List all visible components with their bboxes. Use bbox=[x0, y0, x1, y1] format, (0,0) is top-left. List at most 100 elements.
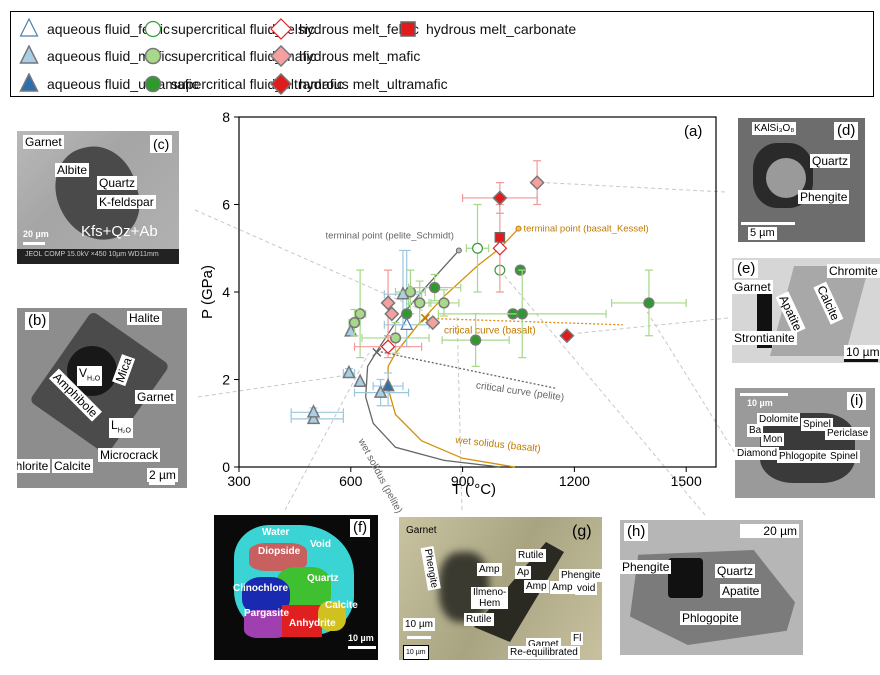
legend-item: supercritical fluid_ultramafic bbox=[141, 73, 344, 95]
panel-g-label-amp-3: Amp bbox=[550, 581, 575, 594]
terminal-point-marker bbox=[455, 247, 462, 254]
data-point-supercritical-fluid-mafic bbox=[389, 332, 402, 344]
panel-g-label-amp-2: Amp bbox=[524, 580, 549, 593]
legend-item: aqueous fluid_ultramafic bbox=[17, 73, 199, 95]
panel-b-label-liquid: LH₂O bbox=[109, 418, 133, 439]
legend-marker-icon bbox=[269, 73, 293, 95]
panel-b-label-chlorite: Chlorite bbox=[17, 459, 51, 473]
terminal-point-label: terminal point (basalt_Kessel) bbox=[523, 224, 648, 235]
panel-h-label-quartz: Quartz bbox=[715, 564, 756, 578]
panel-i-label-diamond: Diamond bbox=[735, 447, 780, 460]
panel-i-label-mon: Mon bbox=[761, 433, 785, 446]
panel-g-label-fl: Fl bbox=[571, 632, 584, 645]
panel-b-label-vapor: VH₂O bbox=[77, 366, 103, 387]
connector-arrow bbox=[284, 353, 370, 511]
panel-e-micrograph: (e) Chromite Garnet Apatite Calcite Stro… bbox=[732, 258, 880, 363]
panel-b-micrograph: (b) Halite VH₂O Mica Garnet Amphibole LH… bbox=[17, 308, 187, 488]
panel-f-label-quartz: Quartz bbox=[307, 573, 339, 584]
connector-arrow bbox=[197, 374, 348, 398]
panel-b-scale-bar bbox=[149, 482, 175, 485]
x-tick-label: 300 bbox=[227, 473, 251, 489]
connector-arrows bbox=[194, 182, 739, 516]
connector-arrow bbox=[501, 271, 706, 516]
panel-d-label-kalsi3o8: KAlSi₃O₈ bbox=[752, 122, 797, 135]
panel-b-tag: (b) bbox=[25, 312, 50, 330]
data-point-hydrous-melt-mafic bbox=[529, 175, 545, 191]
legend-item: aqueous fluid_mafic bbox=[17, 45, 172, 67]
panel-i-label-spinel-2: Spinel bbox=[828, 450, 860, 463]
data-point-supercritical-fluid-mafic bbox=[438, 297, 450, 309]
panel-b-label-microcrack: Microcrack bbox=[98, 448, 161, 462]
panel-h-label-phengite: Phengite bbox=[620, 560, 672, 574]
panel-f-tag: (f) bbox=[350, 519, 371, 537]
panel-e-label-strontianite: Strontianite bbox=[732, 331, 797, 345]
data-point-supercritical-fluid-mafic bbox=[348, 317, 361, 329]
panel-f-scale-bar bbox=[348, 646, 376, 649]
panel-h-label-apatite: Apatite bbox=[720, 584, 762, 598]
y-tick-label: 0 bbox=[222, 459, 230, 475]
data-point-supercritical-fluid-ultramafic bbox=[643, 297, 655, 309]
panel-c-overlay-text: Kfs+Qz+Ab bbox=[81, 223, 158, 240]
legend-marker-icon bbox=[19, 73, 39, 92]
data-point-supercritical-fluid-ultramafic bbox=[429, 282, 441, 294]
legend-marker-icon bbox=[144, 75, 162, 93]
panel-e-tag: (e) bbox=[734, 260, 759, 278]
legend-label: aqueous fluid_ultramafic bbox=[47, 76, 199, 92]
data-point-hydrous-melt-felsic bbox=[380, 339, 396, 355]
panel-d-label-phengite: Phengite bbox=[798, 190, 850, 204]
panel-f-label-calcite: Calcite bbox=[325, 600, 358, 611]
panel-i-label-phlogopite: Phlogopite bbox=[777, 450, 829, 463]
x-axis-label: T ( °C) bbox=[452, 481, 496, 498]
panel-i-label-dolomite: Dolomite bbox=[757, 413, 801, 426]
legend-marker-icon bbox=[19, 18, 39, 37]
panel-i-scale-label: 10 µm bbox=[747, 398, 773, 408]
data-point-supercritical-fluid-felsic bbox=[472, 242, 483, 254]
data-point-aqueous-fluid-felsic bbox=[400, 316, 414, 330]
legend-marker-icon bbox=[270, 18, 292, 40]
connector-arrow bbox=[544, 182, 726, 193]
panel-g-label-rutile-1: Rutile bbox=[516, 549, 546, 562]
x-tick-label: 600 bbox=[339, 473, 363, 489]
panel-d-scale-bar bbox=[741, 222, 795, 225]
data-point-aqueous-fluid-mafic bbox=[353, 373, 367, 387]
data-point-aqueous-fluid-mafic bbox=[342, 364, 356, 379]
data-point-hydrous-melt-ultramafic bbox=[492, 190, 508, 206]
legend-item: hydrous melt_mafic bbox=[269, 45, 420, 67]
legend-marker-icon bbox=[400, 21, 416, 37]
chart-panel-label: (a) bbox=[684, 123, 702, 140]
x-tick-label: 900 bbox=[451, 473, 475, 489]
data-point-aqueous-fluid-mafic bbox=[306, 404, 321, 418]
panel-d-scale-label: 5 µm bbox=[748, 227, 777, 240]
legend-marker-icon bbox=[144, 47, 162, 65]
legend-label: supercritical fluid_ultramafic bbox=[171, 76, 344, 92]
panel-c-footer: JEOL COMP 15.0kV ×450 10µm WD11mm bbox=[25, 251, 159, 258]
connector-arrow bbox=[574, 317, 729, 335]
y-tick-label: 2 bbox=[222, 372, 230, 388]
panel-g-label-phengite-2: Phengite bbox=[559, 569, 602, 582]
panel-f-label-clinochlore: Clinochlore bbox=[233, 583, 289, 594]
panel-h-micrograph: (h) 20 µm Phengite Quartz Apatite Phlogo… bbox=[620, 520, 803, 655]
connector-arrow bbox=[456, 313, 463, 511]
panel-c-label-k-feldspar: K-feldspar bbox=[97, 195, 156, 209]
x-tick-label: 1500 bbox=[671, 473, 702, 489]
panel-f-scale-label: 10 µm bbox=[348, 633, 374, 643]
panel-f-micrograph: (f) Water Void Diopside Quartz Clinochlo… bbox=[214, 515, 378, 660]
y-axis-label: P (GPa) bbox=[199, 265, 216, 319]
panel-i-label-periclase: Periclase bbox=[825, 427, 871, 440]
panel-d-tag: (d) bbox=[834, 122, 859, 140]
panel-i-label-spinel-1: Spinel bbox=[801, 418, 833, 431]
panel-i-micrograph: 10 µm (i) Dolomite Ba Spinel Mon Pericla… bbox=[735, 388, 875, 498]
legend-label: aqueous fluid_felsic bbox=[47, 21, 170, 37]
panel-b-label-calcite: Calcite bbox=[52, 459, 93, 473]
panel-g-label-phengite-1: Phengite bbox=[420, 545, 441, 592]
legend-label: hydrous melt_mafic bbox=[299, 48, 421, 64]
curve-critical-curve-basalt- bbox=[425, 317, 623, 326]
panel-h-scale-label: 20 µm bbox=[740, 524, 799, 538]
legend-item: aqueous fluid_felsic bbox=[17, 18, 170, 40]
panel-g-micrograph: Garnet (g) Phengite Rutile Amp Ap Amp Am… bbox=[399, 517, 602, 660]
panel-e-scale-bar bbox=[844, 359, 878, 362]
legend-marker-icon bbox=[269, 45, 293, 67]
panel-c-micrograph: JEOL COMP 15.0kV ×450 10µm WD11mm Garnet… bbox=[17, 131, 179, 264]
panel-e-label-chromite: Chromite bbox=[827, 264, 880, 278]
panel-d-label-quartz: Quartz bbox=[810, 154, 851, 168]
